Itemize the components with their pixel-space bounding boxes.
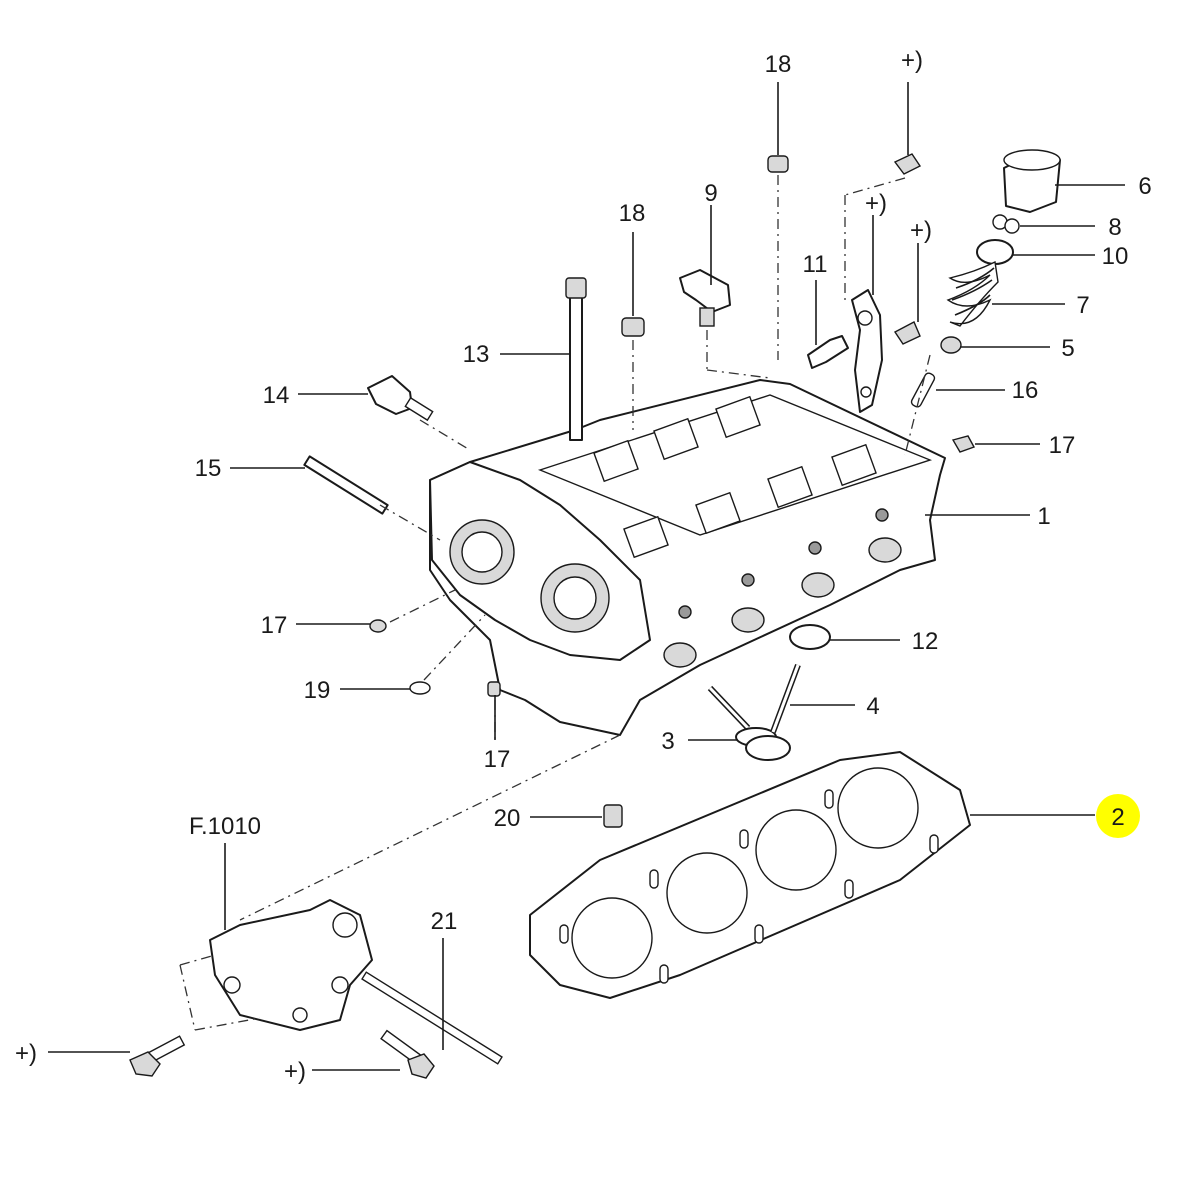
seal-ring-mid bbox=[621, 317, 645, 337]
callout-17-right: 17 bbox=[1049, 432, 1076, 459]
bolt-bottom-left bbox=[129, 1035, 186, 1077]
callout-15: 15 bbox=[195, 455, 222, 482]
camshaft-sensor bbox=[679, 269, 731, 327]
hydraulic-tappet bbox=[1003, 149, 1061, 213]
bolt-bottom-middle bbox=[380, 1029, 435, 1079]
callout-16: 16 bbox=[1012, 377, 1039, 404]
valve-seat-ring bbox=[789, 624, 831, 650]
head-gasket bbox=[529, 751, 971, 999]
locating-sleeve bbox=[603, 804, 623, 828]
o-ring bbox=[409, 681, 431, 695]
callout-7: 7 bbox=[1076, 292, 1089, 319]
bolt-mid bbox=[893, 321, 921, 345]
callout-9: 9 bbox=[704, 180, 717, 207]
callout-plus-lifting-eye: +) bbox=[865, 190, 887, 217]
leader-lines bbox=[48, 82, 1125, 1071]
callout-17-left: 17 bbox=[261, 612, 288, 639]
callout-3: 3 bbox=[661, 728, 674, 755]
assembly-lines bbox=[179, 175, 931, 1031]
long-stud bbox=[361, 971, 503, 1065]
oil-control-valve bbox=[367, 375, 434, 422]
callout-labels: 18 +) 6 8 10 7 5 16 17 1 18 9 +) +) 11 1… bbox=[15, 47, 1152, 1085]
callout-17-bottom: 17 bbox=[484, 746, 511, 773]
bolt-top bbox=[893, 153, 922, 175]
callout-12: 12 bbox=[912, 628, 939, 655]
callout-13: 13 bbox=[463, 341, 490, 368]
callout-plus-top: +) bbox=[901, 47, 923, 74]
callout-19: 19 bbox=[304, 677, 331, 704]
callout-1: 1 bbox=[1037, 503, 1050, 530]
callout-5: 5 bbox=[1061, 335, 1074, 362]
stud-bolt bbox=[303, 455, 389, 515]
valve-stem-seal bbox=[940, 336, 962, 354]
seal-ring-top bbox=[767, 155, 789, 173]
callout-f1010: F.1010 bbox=[189, 813, 261, 840]
cam-towers bbox=[593, 395, 877, 559]
valve-keepers bbox=[992, 214, 1020, 234]
callout-4: 4 bbox=[866, 693, 879, 720]
cylinder-head bbox=[429, 379, 946, 736]
spring-retainer bbox=[976, 239, 1014, 265]
callout-plus-bottom-middle: +) bbox=[284, 1058, 306, 1085]
temperature-sensor bbox=[807, 335, 849, 369]
callout-10: 10 bbox=[1102, 243, 1129, 270]
dowel-sleeve bbox=[487, 681, 501, 697]
sealing-plug-right bbox=[951, 435, 976, 453]
valve-exhaust bbox=[745, 663, 801, 761]
head-bolt bbox=[565, 277, 587, 441]
callout-11: 11 bbox=[803, 251, 828, 278]
highlight-marker bbox=[1096, 794, 1140, 838]
engine-mount-bracket bbox=[209, 899, 373, 1031]
callout-21: 21 bbox=[431, 908, 458, 935]
callout-18-top: 18 bbox=[765, 51, 792, 78]
callout-18-mid: 18 bbox=[619, 200, 646, 227]
callout-14: 14 bbox=[263, 382, 290, 409]
callout-20: 20 bbox=[494, 805, 521, 832]
gasket-holes bbox=[559, 789, 939, 984]
callout-plus-mid-bolt: +) bbox=[910, 217, 932, 244]
callout-8: 8 bbox=[1108, 214, 1121, 241]
callout-2: 2 bbox=[1111, 804, 1124, 831]
callout-plus-bottom-left: +) bbox=[15, 1040, 37, 1067]
dowel-pin bbox=[910, 372, 936, 408]
callout-6: 6 bbox=[1138, 173, 1151, 200]
valve-spring bbox=[946, 260, 999, 327]
sealing-plug-left bbox=[369, 619, 387, 633]
